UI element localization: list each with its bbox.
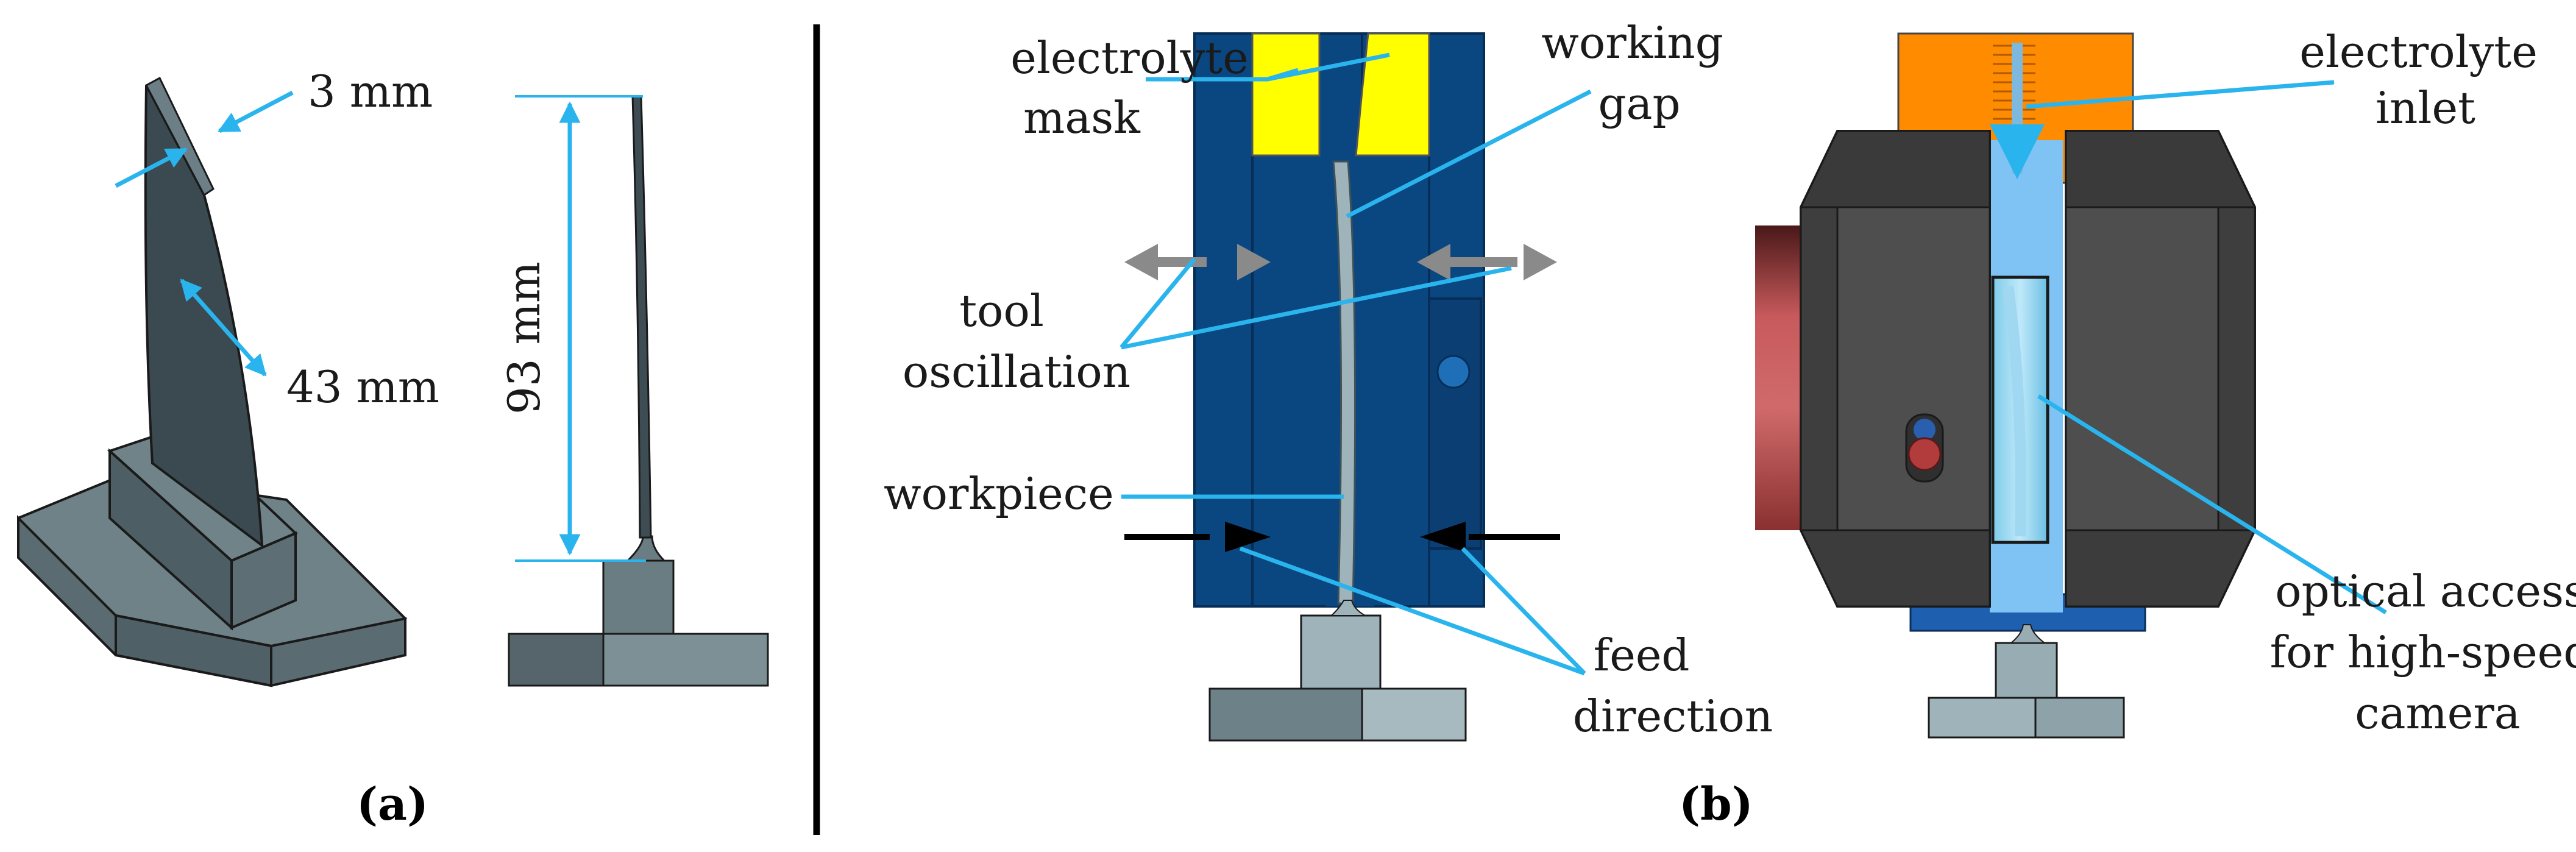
housing-left (1799, 130, 1991, 608)
blade-side-view (508, 95, 769, 687)
optical-access-label: optical access for high-speed camera (2270, 566, 2576, 739)
panel-b-exterior-view: electrolyte inlet optical access for hig… (1755, 26, 2576, 739)
housing-right (2065, 130, 2257, 608)
chord-label: 43 mm (286, 361, 439, 413)
dim-arrow-thickness-bottom (115, 147, 188, 188)
dim-arrow-chord (180, 279, 267, 377)
electrolyte-mask-label: electrolyte mask (1010, 32, 1262, 143)
tool-oscillation-label: tool oscillation (903, 285, 1130, 397)
panel-b-label: (b) (1679, 778, 1753, 831)
electrolyte-mask-right (1355, 32, 1430, 157)
leader-lines-middle (1119, 52, 1592, 676)
blade-base-iso (17, 425, 408, 687)
arrow-right-icon (1124, 522, 1560, 552)
panel-a-label: (a) (357, 778, 428, 831)
dim-arrow-thickness-top (217, 90, 294, 133)
workpiece-label: workpiece (884, 468, 1114, 519)
height-label: 93 mm (499, 261, 550, 414)
panel-b-sectional-view: electrolyte mask working gap tool oscill… (884, 17, 1773, 831)
electrolyte-inlet-label: electrolyte inlet (2299, 26, 2551, 133)
electrolyte-mask-left (1251, 32, 1321, 157)
panel-a: 3 mm 43 mm 93 mm (a) (17, 66, 769, 831)
feed-direction-label: feed direction (1573, 630, 1773, 742)
thickness-label: 3 mm (308, 66, 433, 117)
working-gap-label: working gap (1541, 17, 1737, 129)
